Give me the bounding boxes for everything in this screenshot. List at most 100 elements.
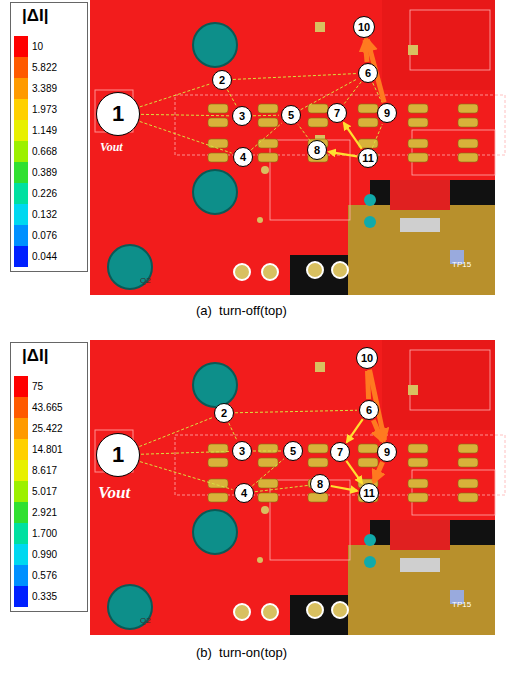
current-path (374, 462, 383, 482)
callout-text: 9 (384, 446, 390, 458)
legend-entry: 0.668 (14, 141, 57, 162)
legend-value: 0.076 (32, 230, 57, 241)
legend-entry: 1.973 (14, 99, 57, 120)
callout-number: 3 (232, 441, 252, 461)
label: Vout (98, 483, 130, 503)
callout-text: 10 (358, 21, 370, 33)
current-path (346, 461, 362, 483)
callout-number: 4 (233, 147, 253, 167)
legend-entry: 1.149 (14, 120, 57, 141)
callout-text: 5 (290, 445, 296, 457)
current-path (233, 74, 356, 80)
legend-swatch (14, 183, 28, 204)
callout-number: 9 (377, 103, 397, 123)
legend-value: 0.335 (32, 591, 57, 602)
legend-value: 1.700 (32, 528, 57, 539)
label: Q2 (140, 276, 151, 285)
current-path (347, 419, 363, 442)
legend-swatch (14, 439, 28, 460)
callout-number: 7 (330, 442, 350, 462)
legend-entry: 0.335 (14, 586, 57, 607)
callout-text: 7 (334, 107, 340, 119)
legend-swatch (14, 57, 28, 78)
legend-entry: 43.665 (14, 397, 63, 418)
legend-value: 1.973 (32, 104, 57, 115)
callout-text: 10 (361, 352, 373, 364)
label: TP15 (452, 600, 471, 609)
legend-swatch (14, 523, 28, 544)
callout-number: 5 (281, 105, 301, 125)
legend-entry: 10 (14, 36, 43, 57)
current-path (344, 123, 362, 149)
legend-entry: 25.422 (14, 418, 63, 439)
current-path (235, 410, 357, 413)
label: |ΔI| (22, 6, 48, 26)
current-path (140, 121, 232, 153)
label: Vout (100, 140, 123, 155)
legend-entry: 0.389 (14, 162, 57, 183)
legend-entry: 0.576 (14, 565, 57, 586)
legend-value: 0.044 (32, 251, 57, 262)
callout-number: 2 (212, 70, 232, 90)
legend-swatch (14, 586, 28, 607)
label: TP15 (452, 260, 471, 269)
caption: (b) turn-on(top) (196, 645, 287, 660)
callout-text: 1 (112, 101, 124, 127)
current-path (140, 84, 211, 107)
current-path (251, 123, 282, 150)
current-path (253, 115, 279, 117)
legend-swatch (14, 162, 28, 183)
legend-entry: 14.801 (14, 439, 63, 460)
callout-number: 11 (359, 483, 379, 503)
callout-number: 8 (310, 474, 330, 494)
legend-value: 2.921 (32, 507, 57, 518)
callout-number: 4 (234, 483, 254, 503)
callout-text: 8 (317, 478, 323, 490)
current-path (229, 423, 237, 440)
legend-swatch (14, 418, 28, 439)
legend-swatch (14, 397, 28, 418)
legend-value: 14.801 (32, 444, 63, 455)
callout-number: 1 (96, 92, 140, 136)
callout-number: 9 (377, 442, 397, 462)
legend-entry: 3.389 (14, 78, 57, 99)
legend-swatch (14, 36, 28, 57)
legend-value: 0.389 (32, 167, 57, 178)
legend-swatch (14, 481, 28, 502)
legend-entry: 0.076 (14, 225, 57, 246)
legend-value: 0.576 (32, 570, 57, 581)
current-path (227, 90, 236, 106)
legend-swatch (14, 544, 28, 565)
current-path (140, 462, 232, 490)
legend-value: 10 (32, 41, 43, 52)
callout-text: 6 (365, 67, 371, 79)
callout-text: 4 (241, 487, 247, 499)
callout-text: 2 (221, 407, 227, 419)
current-path (298, 125, 310, 142)
legend-value: 0.226 (32, 188, 57, 199)
legend-value: 3.389 (32, 83, 57, 94)
label: |ΔI| (22, 346, 48, 366)
legend-swatch (14, 99, 28, 120)
current-path (331, 486, 357, 491)
legend-swatch (14, 246, 28, 267)
current-path (141, 114, 230, 115)
legend-entry: 0.132 (14, 204, 57, 225)
callout-text: 5 (288, 109, 294, 121)
callout-number: 10 (353, 16, 375, 38)
current-path (372, 124, 382, 148)
current-path (252, 459, 284, 486)
legend-swatch (14, 120, 28, 141)
legend-value: 5.822 (32, 62, 57, 73)
legend-entry: 0.226 (14, 183, 57, 204)
callout-number: 10 (356, 347, 378, 369)
caption: (a) turn-off(top) (196, 303, 287, 318)
callout-text: 6 (366, 404, 372, 416)
legend-entry: 0.990 (14, 544, 57, 565)
callout-text: 9 (384, 107, 390, 119)
current-path (344, 82, 361, 104)
callout-text: 7 (337, 446, 343, 458)
legend-value: 0.132 (32, 209, 57, 220)
callout-number: 8 (307, 140, 327, 160)
callout-number: 5 (283, 441, 303, 461)
